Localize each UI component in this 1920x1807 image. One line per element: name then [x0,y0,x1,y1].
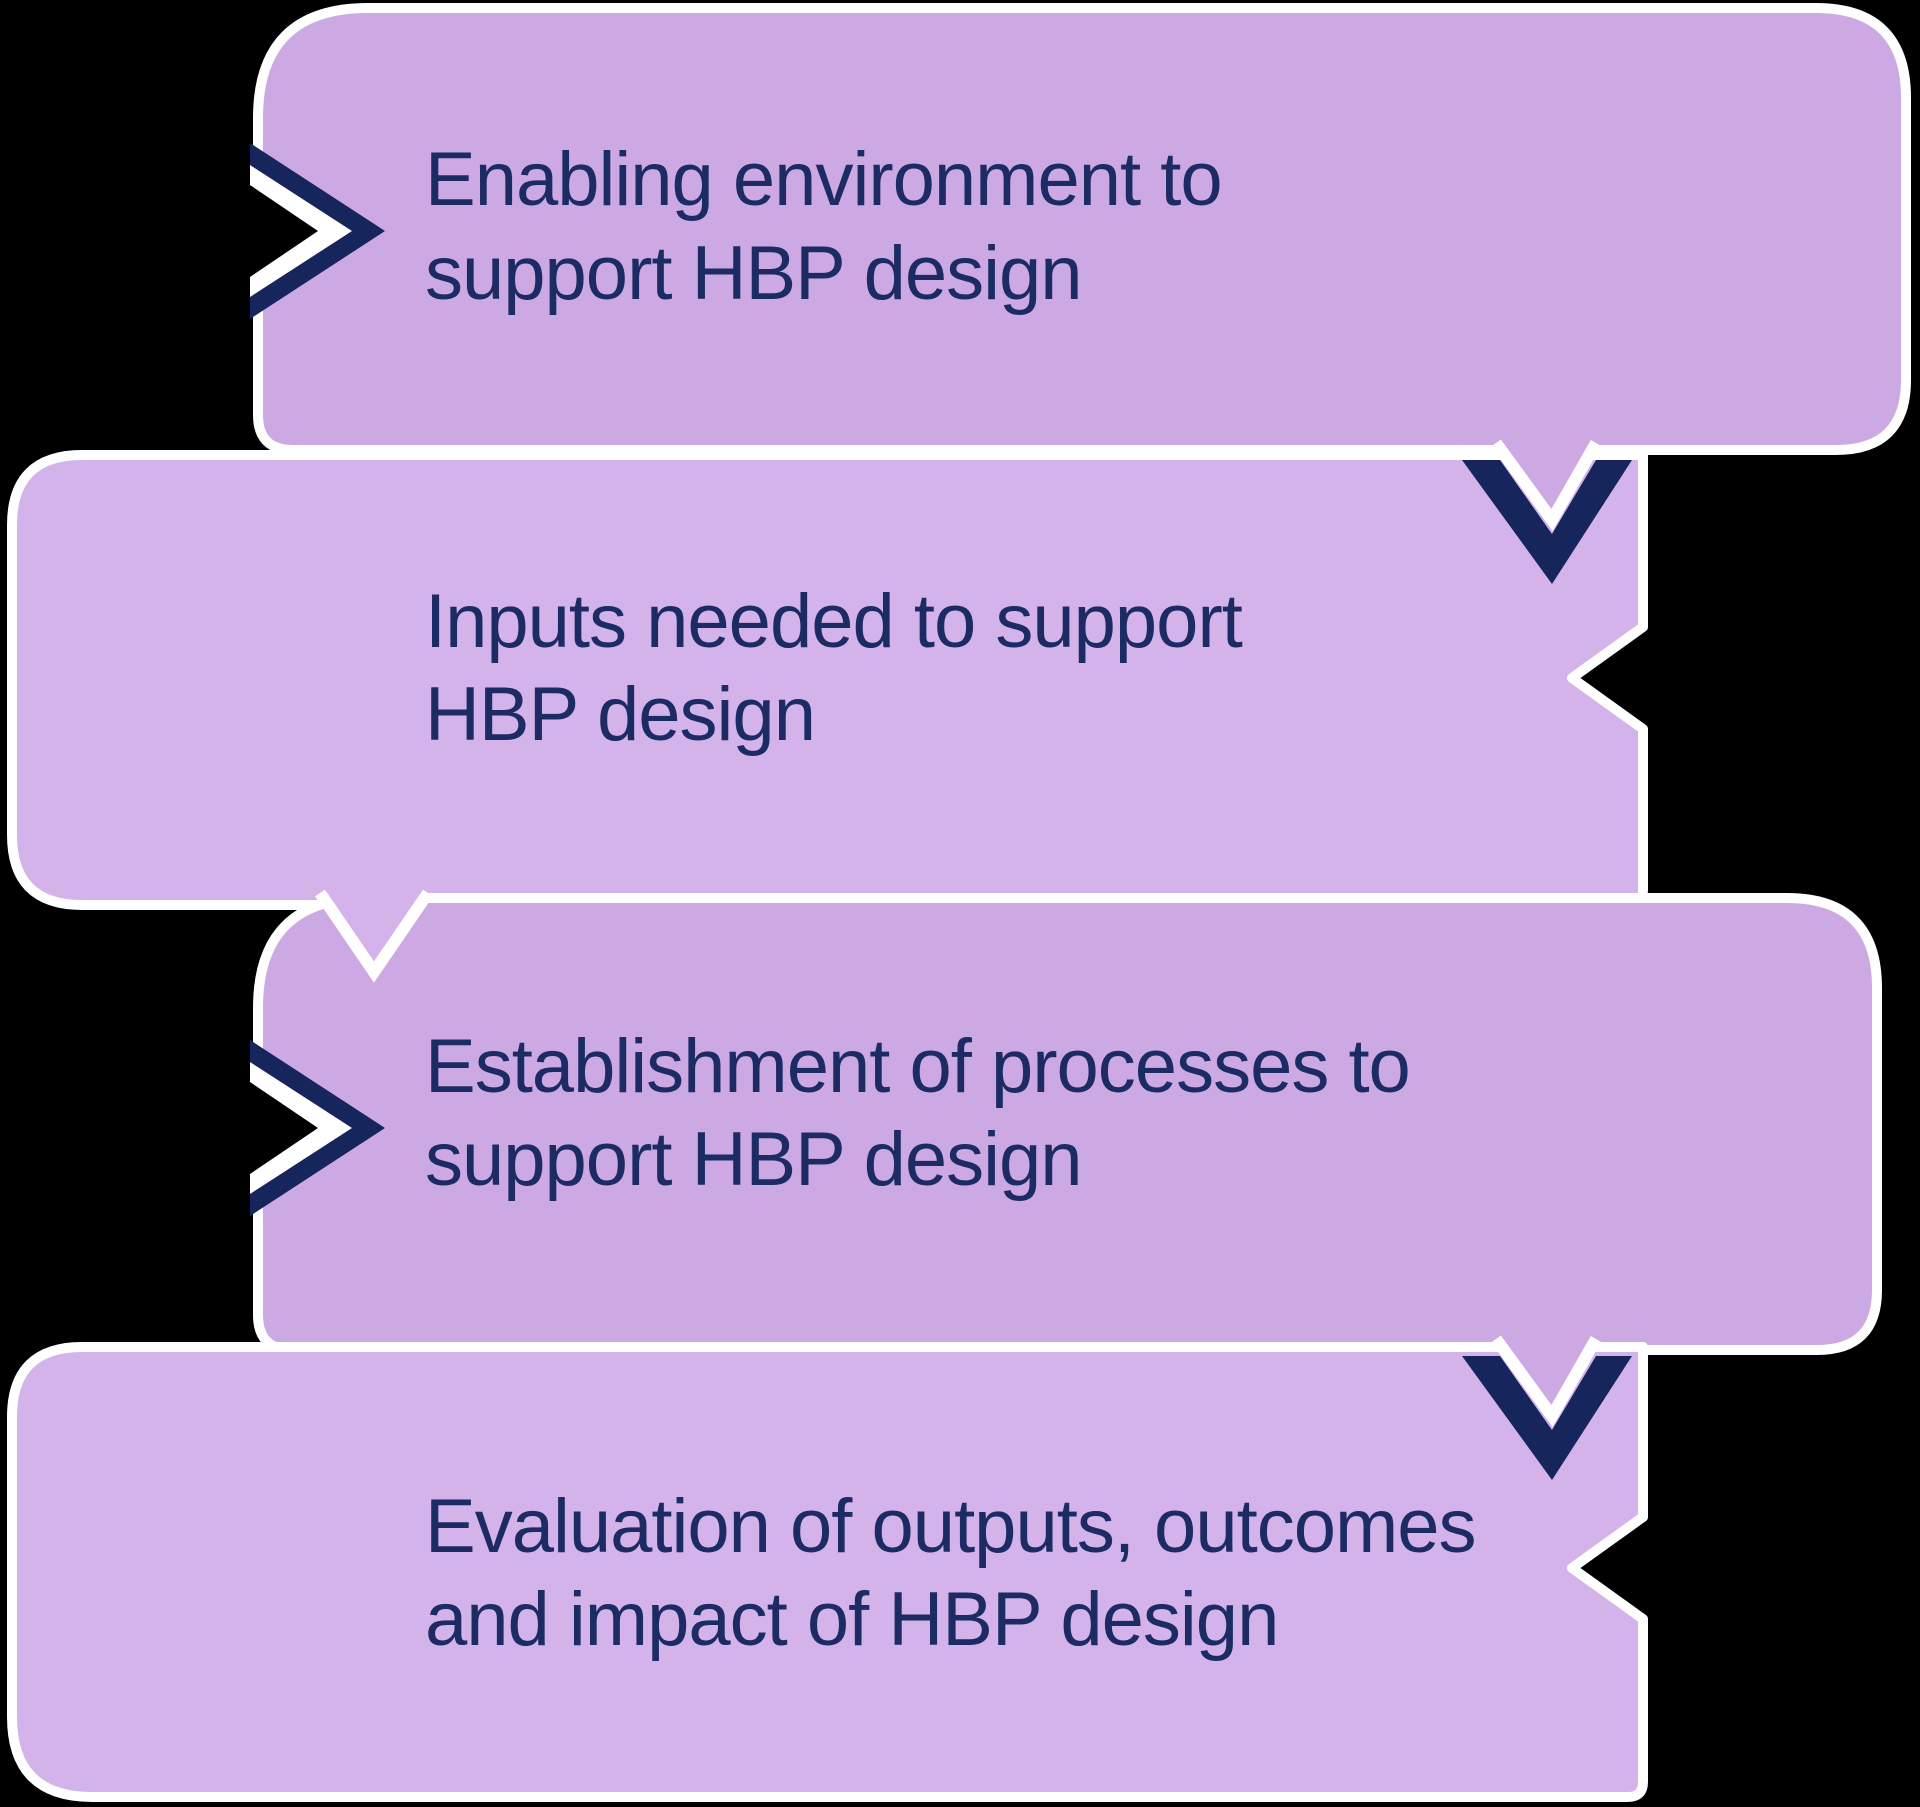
step-3-label-line1: Establishment of processes to [425,1024,1410,1109]
step-1-shape [253,3,1911,455]
step-1-box: Enabling environment to support HBP desi… [253,3,1911,455]
down-chevron-icon [1462,1356,1632,1480]
step-3-right-chevron-icon [250,1040,385,1216]
step-1-right-chevron-icon [250,143,385,319]
step-3-label-line2: support HBP design [425,1117,1082,1202]
step-4-shape [7,1342,1648,1802]
step-2-label-line2: HBP design [425,672,815,757]
step-4-label-line2: and impact of HBP design [425,1577,1278,1662]
step-2-tail [315,889,433,983]
step-2-box: Inputs needed to support HBP design [7,450,1648,910]
right-chevron-notch-layer [250,1082,318,1174]
step-1-label-line2: support HBP design [425,231,1082,316]
step-3-tail [1491,1335,1602,1428]
down-chevron-icon [1462,460,1632,584]
right-chevron-notch-layer [250,185,318,277]
step-4-box: Evaluation of outputs, outcomes and impa… [7,1342,1648,1802]
connector-3-4 [1462,1335,1632,1480]
step-3-box: Establishment of processes to support HB… [253,893,1882,1355]
step-2-shape [7,450,1648,910]
step-4-label-line1: Evaluation of outputs, outcomes [425,1484,1476,1569]
step-2-label-line1: Inputs needed to support [425,579,1243,664]
step-1-label-line1: Enabling environment to [425,137,1222,222]
step-1-tail [1491,439,1602,532]
connector-1-2 [1462,439,1632,584]
